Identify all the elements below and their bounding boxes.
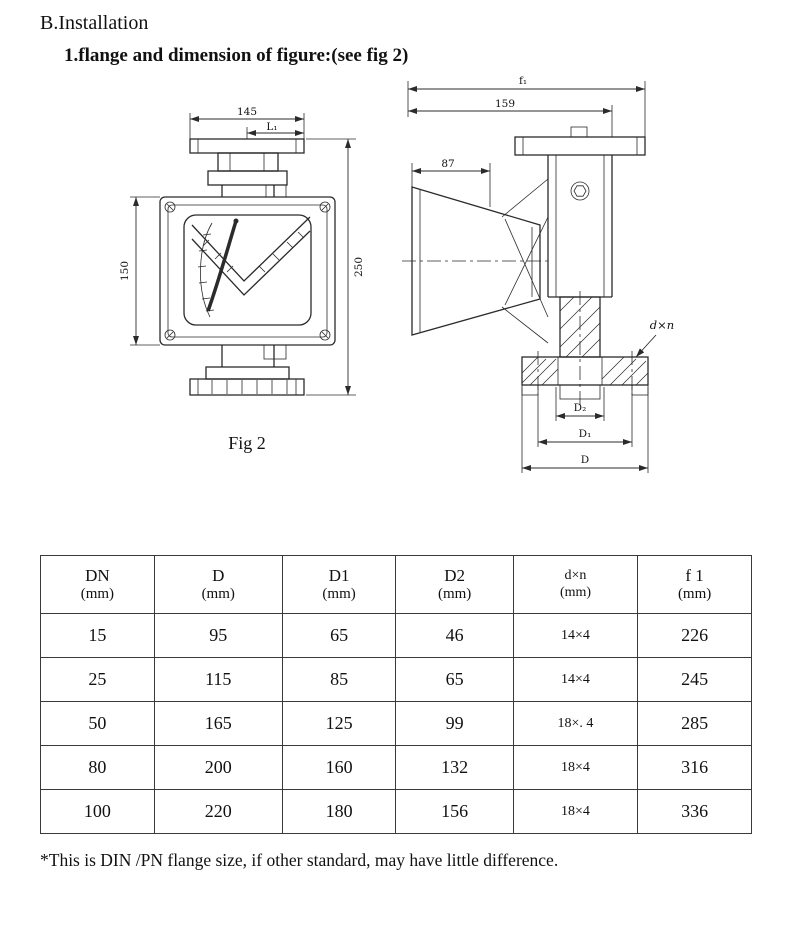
dim-width-145: 145	[189, 106, 305, 139]
table-cell: 25	[40, 657, 155, 702]
table-row: 15 95 65 46 14×4 226	[40, 613, 752, 658]
table-cell: 14×4	[512, 613, 639, 658]
table-cell: 160	[281, 745, 397, 790]
dial-arc-scale	[197, 222, 215, 318]
table-cell: 165	[153, 701, 283, 746]
dial-needle	[206, 218, 239, 312]
table-cell: 50	[40, 701, 155, 746]
section-title: B.Installation	[40, 12, 149, 34]
dim-l1-label: L₁	[266, 121, 277, 133]
table-row: 80 200 160 132 18×4 316	[40, 745, 752, 790]
table-cell: 80	[40, 745, 155, 790]
front-bottom-flange	[189, 344, 305, 396]
dim-d2: D₂	[555, 387, 605, 421]
table-cell: 180	[281, 789, 397, 834]
dim-height-150: 150	[119, 196, 160, 346]
front-body	[159, 196, 336, 346]
side-cone	[402, 178, 552, 344]
table-cell: 132	[395, 745, 514, 790]
table-header-row: DN (mm) D (mm) D1 (mm) D2 (mm) d×n (mm	[40, 555, 752, 614]
dimension-table: DN (mm) D (mm) D1 (mm) D2 (mm) d×n (mm	[40, 555, 752, 834]
dim-f1: f₁	[407, 75, 646, 137]
dim-d: D	[521, 387, 649, 473]
dim-l1: L₁	[246, 121, 304, 139]
table-cell: 65	[281, 613, 397, 658]
col-header-d: D (mm)	[153, 555, 283, 614]
col-header-dn: DN (mm)	[40, 555, 155, 614]
table-cell: 99	[395, 701, 514, 746]
table-cell: 336	[637, 789, 752, 834]
side-top-flange	[514, 126, 646, 156]
table-cell: 200	[153, 745, 283, 790]
side-bottom-flange	[521, 291, 649, 407]
table-cell: 115	[153, 657, 283, 702]
table-cell: 95	[153, 613, 283, 658]
dim-150-label: 150	[119, 261, 131, 281]
col-header-f1: f 1 (mm)	[637, 555, 752, 614]
dim-dxn-label: d×n	[650, 318, 674, 332]
figure-caption: Fig 2	[228, 433, 266, 453]
document-page: B.Installation 1.flange and dimension of…	[0, 12, 790, 928]
dial-chevron	[191, 216, 311, 296]
dim-d1: D₁	[537, 393, 633, 447]
table-cell: 226	[637, 613, 752, 658]
col-header-d1: D1 (mm)	[281, 555, 397, 614]
table-cell: 285	[637, 701, 752, 746]
table-cell: 100	[40, 789, 155, 834]
dim-87: 87	[411, 158, 491, 207]
corner-screws	[164, 201, 331, 341]
side-column	[547, 155, 613, 298]
dim-87-label: 87	[441, 158, 454, 170]
footnote: *This is DIN /PN flange size, if other s…	[40, 850, 559, 870]
dim-f1-label: f₁	[519, 75, 527, 87]
table-cell: 220	[153, 789, 283, 834]
col-header-d2: D2 (mm)	[395, 555, 514, 614]
dim-250-label: 250	[353, 257, 365, 277]
dim-159-label: 159	[495, 98, 515, 110]
table-row: 100 220 180 156 18×4 336	[40, 789, 752, 834]
dim-d1-label: D₁	[579, 428, 592, 440]
front-view: 145 L₁	[119, 106, 365, 453]
dxn-callout: d×n	[635, 318, 674, 358]
table-cell: 18×. 4	[512, 701, 639, 746]
dim-d-label: D	[581, 454, 589, 466]
front-top-flange	[189, 138, 305, 198]
figure-subtitle: 1.flange and dimension of figure:(see fi…	[64, 45, 409, 66]
table-cell: 14×4	[512, 657, 639, 702]
table-cell: 245	[637, 657, 752, 702]
dim-159: 159	[408, 98, 613, 137]
table-row: 25 115 85 65 14×4 245	[40, 657, 752, 702]
dim-145-label: 145	[237, 106, 257, 118]
table-cell: 156	[395, 789, 514, 834]
table-cell: 18×4	[512, 789, 639, 834]
table-cell: 18×4	[512, 745, 639, 790]
table-cell: 65	[395, 657, 514, 702]
side-view: f₁ 159 87	[402, 75, 674, 473]
table-cell: 15	[40, 613, 155, 658]
table-cell: 46	[395, 613, 514, 658]
dim-d2-label: D₂	[574, 402, 587, 414]
table-cell: 316	[637, 745, 752, 790]
table-cell: 125	[281, 701, 397, 746]
table-row: 50 165 125 99 18×. 4 285	[40, 701, 752, 746]
figure-drawing: 145 L₁	[119, 75, 674, 473]
dim-height-250: 250	[306, 138, 365, 396]
col-header-dxn: d×n (mm)	[512, 555, 639, 614]
table-cell: 85	[281, 657, 397, 702]
